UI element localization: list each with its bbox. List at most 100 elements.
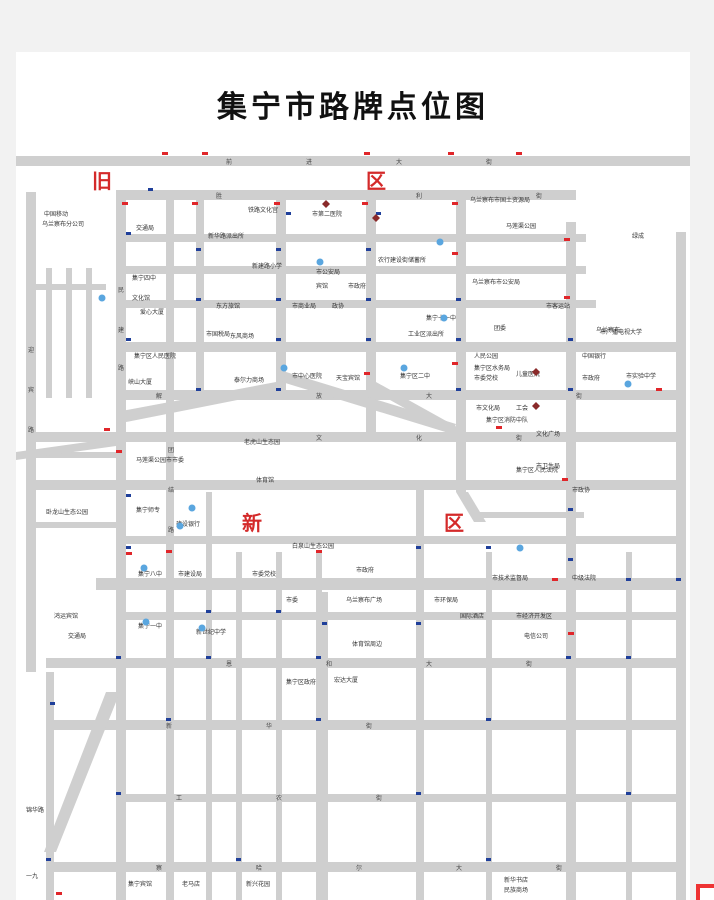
road-sign-marker xyxy=(126,552,132,555)
road-sign-marker xyxy=(276,388,281,391)
place-label: 市公安局 xyxy=(316,268,340,276)
school-icon xyxy=(440,314,448,322)
road-labels: 前 进 大 街 胜 利 街 民 建 路 文 化 街 团 结 路 解 放 大 街 xyxy=(28,158,582,872)
road-sign-marker xyxy=(116,792,121,795)
road xyxy=(26,432,686,442)
place-label: 中级法院 xyxy=(572,574,596,582)
place-label: 新世纪中学 xyxy=(196,628,226,636)
school-icon xyxy=(624,380,632,388)
map-title: 集宁市路牌点位图 xyxy=(217,90,489,125)
road xyxy=(626,552,632,900)
road xyxy=(116,266,586,274)
place-label: 交通局 xyxy=(68,632,86,640)
place-label: 新兴花园 xyxy=(246,880,270,888)
place-label: 卧龙山生态公园 xyxy=(46,508,88,516)
place-labels: 中国移动 乌兰察布分公司 交通局 新华路派出所 铁路文化宫 市第二医院 乌兰察布… xyxy=(26,196,656,894)
district-label-new-1: 新 xyxy=(242,511,262,535)
place-label: 集宁区二中 xyxy=(400,372,430,380)
road-sign-marker xyxy=(116,450,122,453)
road-sign-marker xyxy=(46,858,51,861)
road-sign-marker xyxy=(316,550,322,553)
landmark-icon xyxy=(532,402,540,410)
place-label: 乌兰察布广场 xyxy=(346,596,382,604)
road-sign-marker xyxy=(56,892,62,895)
place-label: 国际酒店 xyxy=(460,612,484,620)
road-label: 和 xyxy=(326,660,332,668)
place-label: 建设银行 xyxy=(176,520,200,528)
road-label: 街 xyxy=(486,158,492,166)
road xyxy=(474,512,584,518)
road-sign-marker xyxy=(486,718,491,721)
place-label: 市商业局 xyxy=(292,302,316,310)
place-label: 中国移动 xyxy=(44,210,68,218)
place-label: 交通局 xyxy=(136,224,154,232)
place-label: 市中心医院 xyxy=(292,372,322,380)
road xyxy=(166,192,174,900)
road-label: 解 xyxy=(156,392,162,400)
district-label-old-1: 旧 xyxy=(92,169,112,193)
road-sign-marker xyxy=(196,248,201,251)
school-icon xyxy=(176,522,184,530)
place-label: 团委 xyxy=(494,324,506,332)
place-label: 新华路派出所 xyxy=(208,232,244,240)
place-label: 电信公司 xyxy=(524,632,548,640)
place-label: 绿成 xyxy=(632,232,644,240)
place-label: 铁路文化宫 xyxy=(248,206,278,214)
road-sign-marker xyxy=(656,388,662,391)
road xyxy=(116,382,278,424)
road-label: 进 xyxy=(306,158,312,166)
place-label: 天宝宾馆 xyxy=(336,374,360,382)
place-label: 民族商场 xyxy=(504,886,528,894)
road-sign-marker xyxy=(552,578,558,581)
place-label: 人民公园 xyxy=(474,353,498,360)
road-label: 街 xyxy=(376,794,382,802)
place-label: 市第二医院 xyxy=(312,210,342,218)
place-label: 锦华路 xyxy=(26,806,44,814)
road-sign-marker xyxy=(366,298,371,301)
road-label: 胜 xyxy=(216,192,222,200)
road xyxy=(282,372,456,434)
school-icon xyxy=(516,544,524,552)
road-sign-marker xyxy=(162,152,168,155)
place-label: 宾馆 xyxy=(316,282,328,290)
place-label: 乌兰察布市公安局 xyxy=(472,278,520,286)
road-label: 街 xyxy=(366,722,372,730)
road-sign-marker xyxy=(322,622,327,625)
school-icon xyxy=(188,504,196,512)
road-sign-marker xyxy=(196,298,201,301)
road-sign-marker xyxy=(50,702,55,705)
road-sign-marker xyxy=(276,298,281,301)
road xyxy=(316,552,322,900)
road-label: 宾 xyxy=(28,386,34,394)
road xyxy=(66,268,72,398)
road xyxy=(116,190,576,200)
road-sign-marker xyxy=(104,428,110,431)
road-sign-marker xyxy=(148,188,153,191)
place-label: 市实验中学 xyxy=(626,372,656,380)
road xyxy=(26,452,116,458)
road-sign-marker xyxy=(568,508,573,511)
school-icon xyxy=(400,364,408,372)
place-label: 市委党校 xyxy=(252,570,276,578)
road xyxy=(46,268,52,398)
road-sign-marker xyxy=(366,338,371,341)
road-sign-marker xyxy=(452,202,458,205)
road-sign-marker xyxy=(196,388,201,391)
place-label: 集宁一中 xyxy=(138,622,162,630)
road xyxy=(26,192,36,672)
place-label: 乌兰察布 xyxy=(596,326,620,334)
road-label: 新 xyxy=(166,722,172,730)
place-label: 集宁宾馆 xyxy=(128,880,152,888)
road-sign-marker xyxy=(126,494,131,497)
road-sign-marker xyxy=(564,238,570,241)
road xyxy=(276,552,282,900)
place-label: 集宁四中 xyxy=(132,274,156,282)
place-label: 文化广场 xyxy=(536,430,560,438)
road-sign-marker xyxy=(192,202,198,205)
road-label: 街 xyxy=(516,434,522,442)
road xyxy=(236,552,242,900)
road xyxy=(46,862,686,872)
road xyxy=(322,592,328,900)
road xyxy=(206,492,212,900)
